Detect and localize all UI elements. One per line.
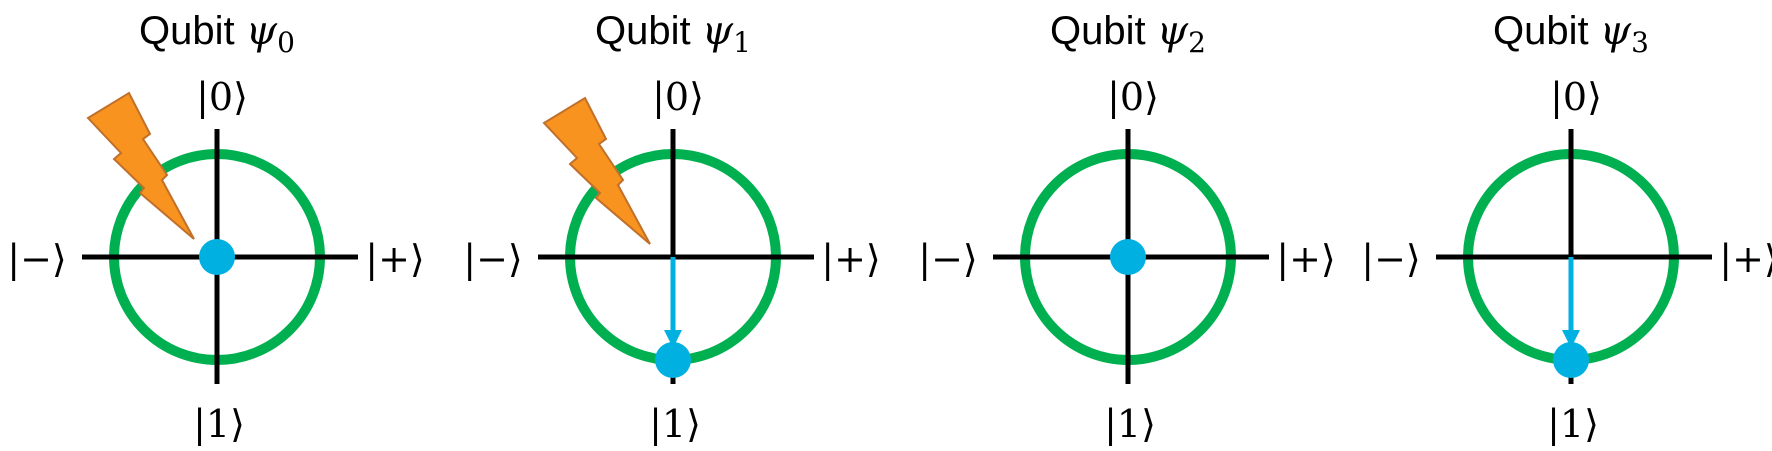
qubit-panel-1: Qubit ψ1 |0⟩ |1⟩ |−⟩ |+⟩ [463, 8, 880, 446]
ket-plus-label: |+⟩ [821, 237, 880, 281]
state-dot [1110, 239, 1146, 275]
qubit-panel-3: Qubit ψ3 |0⟩ |1⟩ |−⟩ |+⟩ [1361, 8, 1772, 446]
ket-0-label: |0⟩ [1550, 75, 1602, 119]
ket-minus-label: |−⟩ [918, 237, 977, 281]
ket-minus-label: |−⟩ [1361, 237, 1420, 281]
panel-title: Qubit ψ1 [595, 8, 751, 59]
panel-title: Qubit ψ2 [1050, 8, 1206, 59]
ket-1-label: |1⟩ [193, 402, 245, 446]
state-dot [199, 239, 235, 275]
ket-plus-label: |+⟩ [365, 237, 424, 281]
panel-title: Qubit ψ0 [139, 8, 295, 59]
arrow-head-icon [664, 330, 682, 348]
state-dot [1553, 342, 1589, 378]
ket-1-label: |1⟩ [1547, 402, 1599, 446]
qubit-panel-0: Qubit ψ0 |0⟩ |1⟩ |−⟩ |+⟩ [7, 8, 424, 446]
ket-minus-label: |−⟩ [463, 237, 522, 281]
ket-plus-label: |+⟩ [1719, 237, 1772, 281]
ket-1-label: |1⟩ [649, 402, 701, 446]
state-dot [655, 342, 691, 378]
ket-0-label: |0⟩ [1107, 75, 1159, 119]
lightning-bolt-icon [542, 96, 651, 245]
ket-1-label: |1⟩ [1104, 402, 1156, 446]
ket-0-label: |0⟩ [196, 75, 248, 119]
ket-0-label: |0⟩ [652, 75, 704, 119]
panel-title: Qubit ψ3 [1493, 8, 1649, 59]
ket-minus-label: |−⟩ [7, 237, 66, 281]
ket-plus-label: |+⟩ [1276, 237, 1335, 281]
qubit-panel-2: Qubit ψ2 |0⟩ |1⟩ |−⟩ |+⟩ [918, 8, 1335, 446]
arrow-head-icon [1562, 330, 1580, 348]
lightning-bolt-icon [86, 91, 195, 240]
